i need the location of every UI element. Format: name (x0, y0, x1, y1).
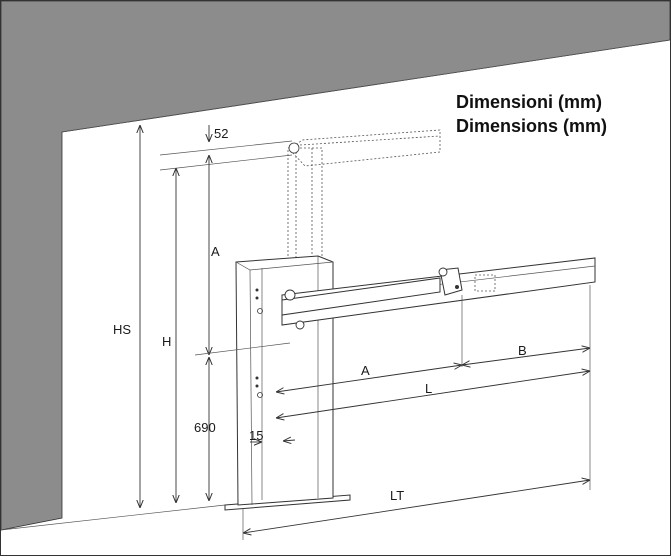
ground-line (0, 504, 226, 531)
title-english: Dimensions (mm) (456, 116, 607, 136)
label-h: H (162, 334, 171, 349)
ext-pivot (194, 342, 291, 356)
dim-b (462, 348, 590, 365)
label-a-horizontal: A (361, 363, 370, 378)
label-hs: HS (113, 322, 131, 337)
ext-top-lower (159, 154, 293, 171)
dim-lt (243, 480, 590, 540)
wall-opening-edge (61, 39, 671, 133)
label-a-vertical: A (211, 244, 220, 259)
label-lt: LT (390, 488, 404, 503)
label-l: L (425, 381, 432, 396)
ext-top-upper (159, 140, 293, 156)
label-52: 52 (214, 126, 228, 141)
dim-l (276, 371, 590, 418)
label-15: 15 (249, 428, 263, 443)
label-690: 690 (194, 420, 216, 435)
dim-15 (250, 440, 296, 442)
title-italian: Dimensioni (mm) (456, 92, 602, 112)
horizontal-boom (281, 257, 596, 330)
label-b: B (518, 343, 527, 358)
